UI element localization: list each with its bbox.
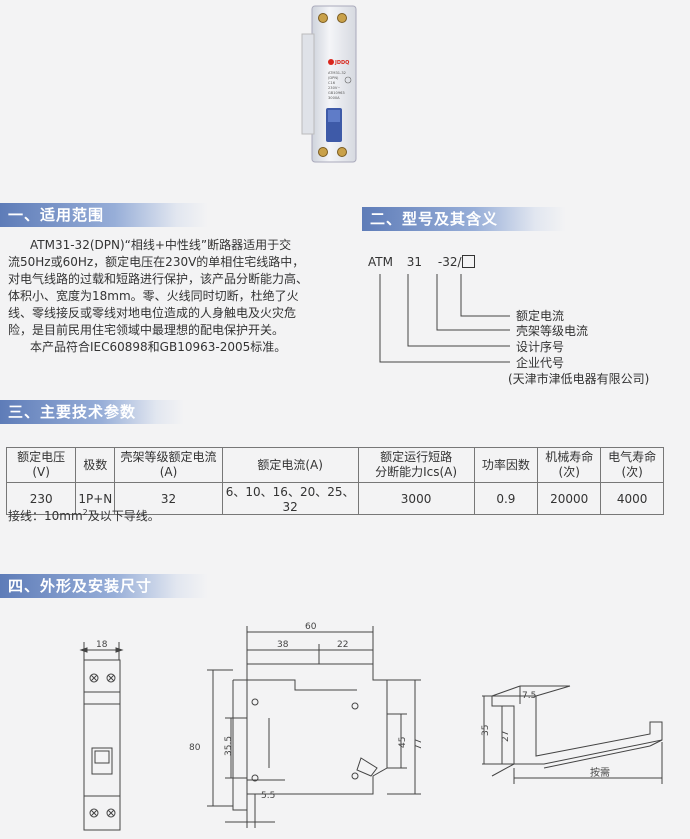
cell-frame-current: 32 xyxy=(114,482,223,515)
cell-poles: 1P+N xyxy=(75,482,116,515)
code-31: 31 xyxy=(406,255,423,269)
table-row: 230 1P+N 32 6、10、16、20、25、32 3000 0.9 20… xyxy=(5,482,664,515)
scope-line: 对电气线路的过载和短路进行保护，该产品分断能力高、 xyxy=(8,272,309,286)
cell-power-factor: 0.9 xyxy=(473,482,539,515)
th-elec-life: 电气寿命 (次) xyxy=(600,447,664,483)
label-line: GB10963 xyxy=(328,91,345,95)
spec-table: 额定电压(V) 极数 壳架等级额定电流(A) 额定电流(A) 额定运行短路 分断… xyxy=(5,447,664,515)
front-view-drawing: 18 xyxy=(79,640,124,831)
dim-18: 18 xyxy=(96,640,108,650)
model-leader-lines xyxy=(379,274,510,363)
cell-mech-life: 20000 xyxy=(537,482,602,515)
side-view-drawing: 60 38 22 80 35.5 45 77 5.5 xyxy=(189,622,424,828)
label-frame-current: 壳架等级电流 xyxy=(516,324,589,338)
section-title-model: 二、型号及其含义 xyxy=(362,207,566,231)
dim-80: 80 xyxy=(189,743,201,753)
cell-elec-life: 4000 xyxy=(600,482,664,515)
label-line: ATM31-32 xyxy=(328,71,346,75)
dim-38: 38 xyxy=(277,640,289,650)
cell-rated-current: 6、10、16、20、25、32 xyxy=(221,482,359,515)
scope-line: ATM31-32(DPN)“相线+中性线”断路器适用于交 xyxy=(30,238,292,252)
label-company-code: 企业代号 xyxy=(516,356,565,370)
label-line: 230V~ xyxy=(328,86,340,90)
cell-breaking-capacity: 3000 xyxy=(357,482,475,515)
dim-27: 27 xyxy=(501,731,511,742)
scope-paragraph: ATM31-32(DPN)“相线+中性线”断路器适用于交 流50Hz或60Hz，… xyxy=(8,237,308,356)
dim-22: 22 xyxy=(337,640,348,650)
dim-45: 45 xyxy=(398,737,408,748)
label-design-no: 设计序号 xyxy=(516,340,565,354)
scope-line: 流50Hz或60Hz，额定电压在230V的单相住宅线路中， xyxy=(8,255,305,269)
label-line: (DPN) xyxy=(328,76,339,80)
section-title-specs: 三、主要技术参数 xyxy=(0,400,184,424)
dim-5-5: 5.5 xyxy=(261,791,275,801)
label-line: C16 xyxy=(328,81,336,85)
note-sup: 2 xyxy=(82,508,88,517)
th-rated-current: 额定电流(A) xyxy=(221,447,359,483)
dim-35-5: 35.5 xyxy=(224,736,234,756)
rail-length-label: 按需 xyxy=(590,766,610,779)
cell-voltage: 230 xyxy=(5,482,77,515)
code-box xyxy=(461,255,475,268)
code-slash: / xyxy=(457,255,462,269)
code-atm: ATM xyxy=(368,255,393,269)
scope-line: 体积小、宽度为18mm。零、火线同时切断，杜绝了火 xyxy=(8,289,299,303)
dim-7-5: 7.5 xyxy=(522,691,536,701)
product-photo: JDDQ ATM31-32 (DPN) C16 230V~ GB10963 30… xyxy=(301,5,357,163)
th-breaking-capacity: 额定运行短路 分断能力Ics(A) xyxy=(357,447,475,483)
th-poles: 极数 xyxy=(75,447,116,483)
model-code: ATM 31 -32/ xyxy=(368,255,475,269)
dim-60: 60 xyxy=(305,622,317,632)
scope-line: 线、零线接反或零线对地电位造成的人身触电及火灾危 xyxy=(8,306,297,320)
th-power-factor: 功率因数 xyxy=(473,447,539,483)
wiring-note: 接线：10mm2及以下导线。 xyxy=(8,507,160,524)
code-32: -32 xyxy=(437,255,458,269)
label-line: 3000A xyxy=(328,96,340,100)
table-header-row: 额定电压(V) 极数 壳架等级额定电流(A) 额定电流(A) 额定运行短路 分断… xyxy=(5,447,664,483)
th-frame-current: 壳架等级额定电流(A) xyxy=(114,447,223,483)
dim-77: 77 xyxy=(414,739,424,750)
note-suffix: 及以下导线。 xyxy=(87,509,160,523)
din-rail-drawing: 7.5 35 27 按需 xyxy=(481,685,663,784)
scope-line: 本产品符合IEC60898和GB10963-2005标准。 xyxy=(30,340,287,354)
section-title-dimensions: 四、外形及安装尺寸 xyxy=(0,574,208,598)
note-prefix: 接线：10mm xyxy=(8,509,83,523)
brand-text: JDDQ xyxy=(334,60,349,66)
label-rated-current: 额定电流 xyxy=(516,309,565,323)
scope-line: 险，是目前民用住宅领域中最理想的配电保护开关。 xyxy=(8,323,285,337)
label-company-name: (天津市津低电器有限公司) xyxy=(508,372,650,386)
th-voltage: 额定电压(V) xyxy=(5,447,77,483)
dim-35: 35 xyxy=(481,725,491,736)
th-mech-life: 机械寿命 (次) xyxy=(537,447,602,483)
section-title-scope: 一、适用范围 xyxy=(0,203,208,227)
